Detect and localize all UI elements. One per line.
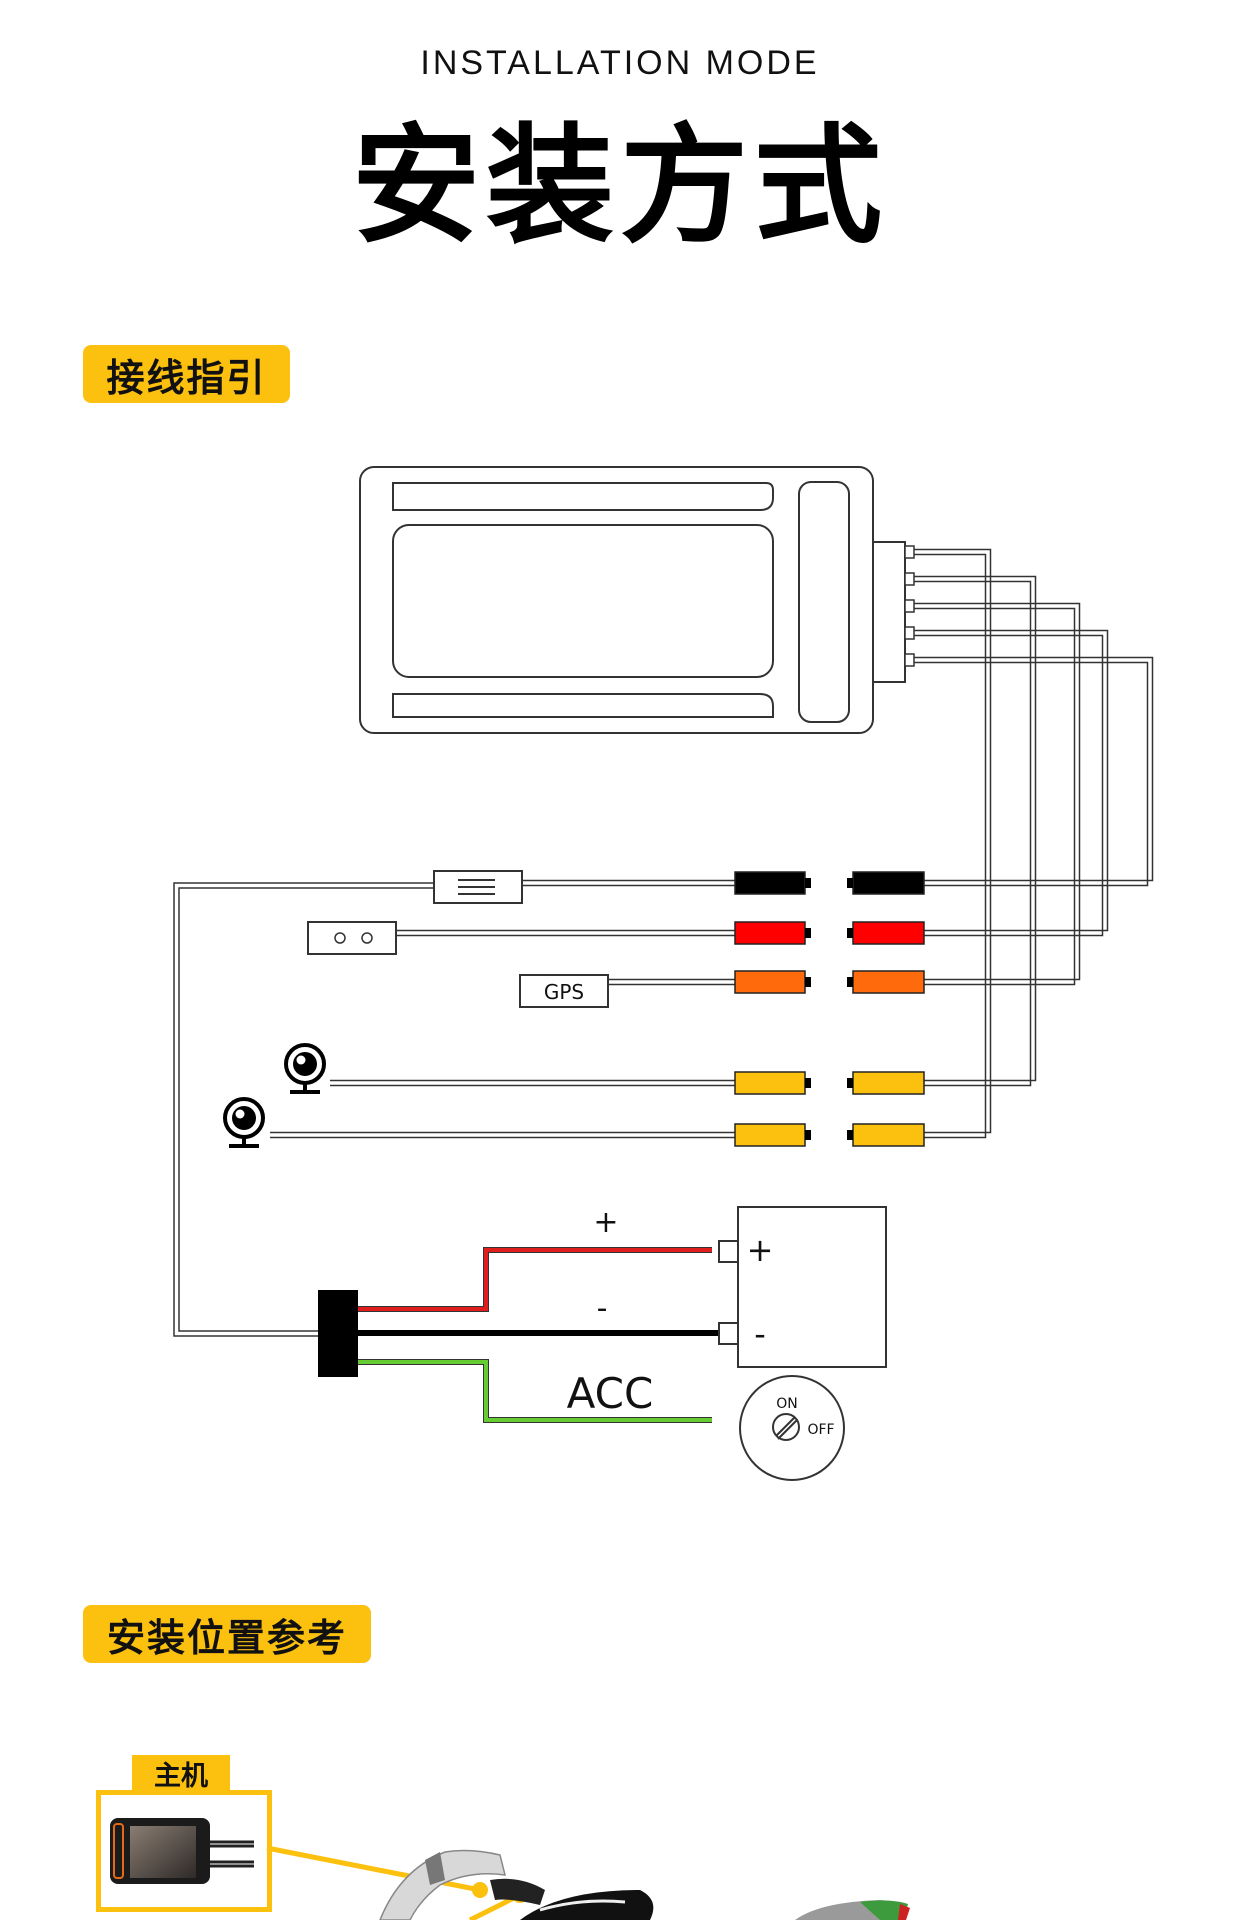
- switch-on-label: ON: [776, 1396, 798, 1412]
- gps-cable-female-connector: [852, 970, 925, 994]
- device-port: [904, 545, 915, 559]
- connector-tip: [805, 928, 811, 938]
- device-wires: [904, 545, 1154, 1139]
- battery: + -: [718, 1206, 887, 1368]
- wire: [914, 629, 1109, 932]
- wire: [914, 548, 992, 1134]
- page-title: 安装方式: [351, 112, 888, 261]
- connector-pairs: [270, 871, 925, 1147]
- connector-tip: [805, 878, 811, 888]
- minus-wire-label: -: [597, 1291, 608, 1326]
- wire: [914, 634, 1104, 937]
- power-harness: + - ACC: [318, 1205, 722, 1423]
- camera-icon: [223, 1097, 265, 1148]
- page-subtitle: INSTALLATION MODE: [420, 44, 820, 82]
- ignition-switch: ON OFF: [739, 1375, 845, 1481]
- connector-tip: [805, 1130, 811, 1140]
- dashcam-host-unit: [359, 466, 906, 734]
- connector-tip: [847, 1078, 853, 1088]
- device-port: [904, 599, 915, 613]
- gps-cable-male-connector: [734, 970, 806, 994]
- camera-2-cable-female-connector: [852, 1123, 925, 1147]
- gps-label: GPS: [544, 980, 584, 1004]
- device-port: [904, 572, 915, 586]
- connector-tip: [805, 977, 811, 987]
- wire: [914, 580, 1032, 1087]
- camera-icon: [284, 1043, 326, 1094]
- connector-tip: [847, 878, 853, 888]
- wire: [914, 656, 1154, 882]
- wire: [914, 575, 1037, 1082]
- section-badge-install-position: 安装位置参考: [83, 1605, 371, 1663]
- plus-wire-label: +: [593, 1205, 618, 1240]
- switch-off-label: OFF: [807, 1422, 834, 1438]
- camera-1-cable-male-connector: [734, 1071, 806, 1095]
- pointer-dot: [472, 1882, 488, 1898]
- section-badge-wiring-guide: 接线指引: [83, 345, 290, 403]
- connector-tip: [847, 928, 853, 938]
- fuse-to-harness-wire: [173, 882, 434, 1337]
- camera-1-cable-female-connector: [852, 1071, 925, 1095]
- remote-button: [307, 921, 397, 955]
- gps-module: GPS: [519, 974, 609, 1008]
- wire: [914, 607, 1076, 986]
- install-illustration: [110, 1818, 910, 1920]
- acc-label: ACC: [567, 1369, 654, 1418]
- fuse-cable-male-connector: [734, 871, 806, 895]
- connector-tip: [847, 977, 853, 987]
- connector-tip: [847, 1130, 853, 1140]
- connector-tip: [805, 1078, 811, 1088]
- battery-minus-terminal: -: [754, 1315, 766, 1353]
- button-cable-female-connector: [852, 921, 925, 945]
- motorcycle-image: [379, 1849, 910, 1920]
- host-device-image: [110, 1818, 254, 1884]
- fuse-cable-female-connector: [852, 871, 925, 895]
- battery-plus-terminal: +: [747, 1231, 774, 1269]
- wire: [914, 602, 1081, 981]
- device-port: [904, 653, 915, 667]
- host-label: 主机: [132, 1755, 230, 1792]
- device-port: [904, 626, 915, 640]
- button-cable-male-connector: [734, 921, 806, 945]
- fuse-box: [433, 870, 523, 904]
- camera-2-cable-male-connector: [734, 1123, 806, 1147]
- wiring-diagram: GPS + - ACC + -: [173, 466, 1154, 1481]
- wire: [914, 553, 987, 1139]
